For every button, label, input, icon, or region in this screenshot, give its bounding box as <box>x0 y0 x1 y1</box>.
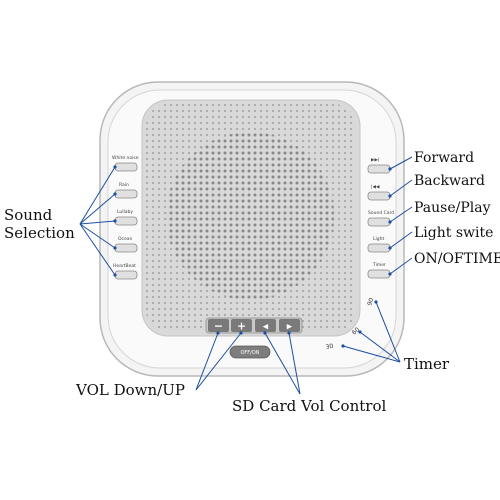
right-button-column: ▶▶| |◀◀ Sound Card Light Timer <box>367 157 394 279</box>
left-label-white-noise: White noise <box>112 155 139 161</box>
minus-icon: − <box>214 320 223 333</box>
light-label: Light swite <box>414 225 494 241</box>
lullaby-button[interactable] <box>114 216 138 226</box>
left-label-lullaby: Lullaby <box>117 209 133 215</box>
plus-icon: + <box>237 320 246 333</box>
leader-dots <box>113 165 392 348</box>
rain-button[interactable] <box>114 189 138 199</box>
forward-button[interactable] <box>367 164 391 174</box>
power-label: OFF/ON <box>240 350 259 356</box>
sd-card-label: SD Card Vol Control <box>232 397 387 415</box>
left-label-heartbeat: HeartBeat <box>113 263 136 269</box>
forward-label: Forward <box>414 150 475 166</box>
ocean-button[interactable] <box>114 243 138 253</box>
white-noise-button[interactable] <box>114 162 138 172</box>
forward-icon: ▶▶| <box>371 157 379 163</box>
sd-vol-up-button[interactable] <box>279 319 300 332</box>
right-label-sound-card: Sound Card <box>368 210 394 216</box>
vol-down-button[interactable] <box>208 319 229 332</box>
left-label-rain: Rain <box>119 182 129 188</box>
right-label-timer: Timer <box>372 262 386 268</box>
leader-lines <box>79 156 413 395</box>
right-label-light: Light <box>373 236 384 242</box>
backward-button[interactable] <box>367 191 391 201</box>
right-arrow-icon: ▶ <box>287 323 293 331</box>
power-button[interactable] <box>229 345 271 359</box>
left-label-ocean: Ocean <box>118 236 133 242</box>
timer-mark-30: 30 <box>325 343 334 351</box>
timer-label: Timer <box>404 355 450 373</box>
vol-label: VOL Down/UP <box>76 381 185 399</box>
bottom-control-strip: − + ◀ ▶ <box>205 317 303 334</box>
timer-mark-60: 60 <box>351 326 361 336</box>
timer-button[interactable] <box>367 269 391 279</box>
timer-mark-90: 90 <box>366 297 375 307</box>
light-button[interactable] <box>367 243 391 253</box>
pause-play-label: Pause/Play <box>414 200 491 216</box>
backward-icon: |◀◀ <box>371 184 380 190</box>
control-bar <box>205 317 303 334</box>
speaker-circle <box>166 132 334 300</box>
left-arrow-icon: ◀ <box>263 323 269 331</box>
vol-up-button[interactable] <box>231 319 252 332</box>
sd-vol-down-button[interactable] <box>255 319 276 332</box>
pause-play-button[interactable] <box>367 217 391 227</box>
backward-label: Backward <box>414 173 485 189</box>
on-off-time-label: ON/OFTIME <box>414 251 500 267</box>
sound-selection-label: Sound Selection <box>4 206 75 242</box>
heartbeat-button[interactable] <box>114 270 138 280</box>
